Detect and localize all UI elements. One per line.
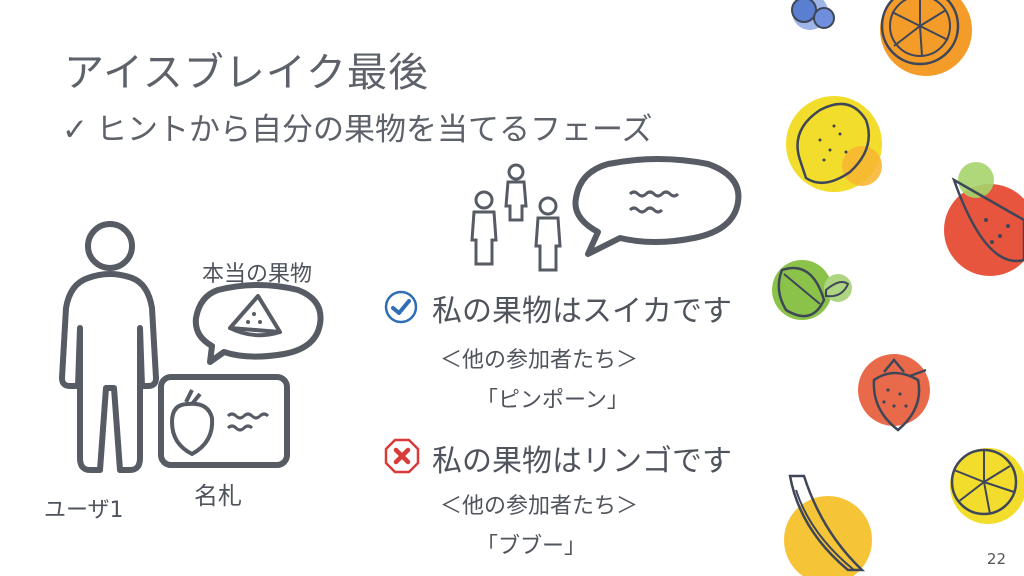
correct-reply: 「ピンポーン」	[476, 388, 629, 413]
participants-group-icon	[470, 163, 562, 272]
lemon-icon	[786, 96, 882, 192]
leaf-icon	[772, 260, 852, 320]
page-number: 22	[986, 550, 1006, 568]
subtitle-text: ヒントから自分の果物を当てるフェーズ	[96, 112, 653, 148]
blueberry-icon	[791, 0, 835, 30]
watermelon-icon	[944, 162, 1024, 276]
orange-slice-icon	[880, 0, 972, 76]
thought-bubble-watermelon	[192, 282, 324, 365]
correct-others-label: ＜他の参加者たち＞	[440, 348, 639, 373]
banana-icon	[784, 474, 872, 576]
nametag-card	[158, 374, 290, 468]
checkmark-icon: ✓	[62, 112, 88, 148]
slide-subtitle: ✓ヒントから自分の果物を当てるフェーズ	[62, 104, 652, 149]
nametag-label: 名札	[194, 482, 242, 510]
wrong-reply: 「ブブー」	[476, 534, 587, 559]
slide-title: アイスブレイク最後	[64, 50, 429, 96]
lime-slice-icon	[950, 448, 1024, 524]
wrong-statement: 私の果物はリンゴです	[432, 444, 732, 479]
wrong-others-label: ＜他の参加者たち＞	[440, 494, 639, 519]
correct-check-icon	[384, 290, 418, 324]
correct-statement: 私の果物はスイカです	[432, 294, 732, 329]
speech-bubble-icon	[572, 156, 742, 257]
user-figure-icon	[59, 221, 159, 473]
user-label: ユーザ1	[44, 498, 124, 523]
wrong-cross-icon	[384, 438, 420, 474]
strawberry-icon	[858, 354, 930, 432]
